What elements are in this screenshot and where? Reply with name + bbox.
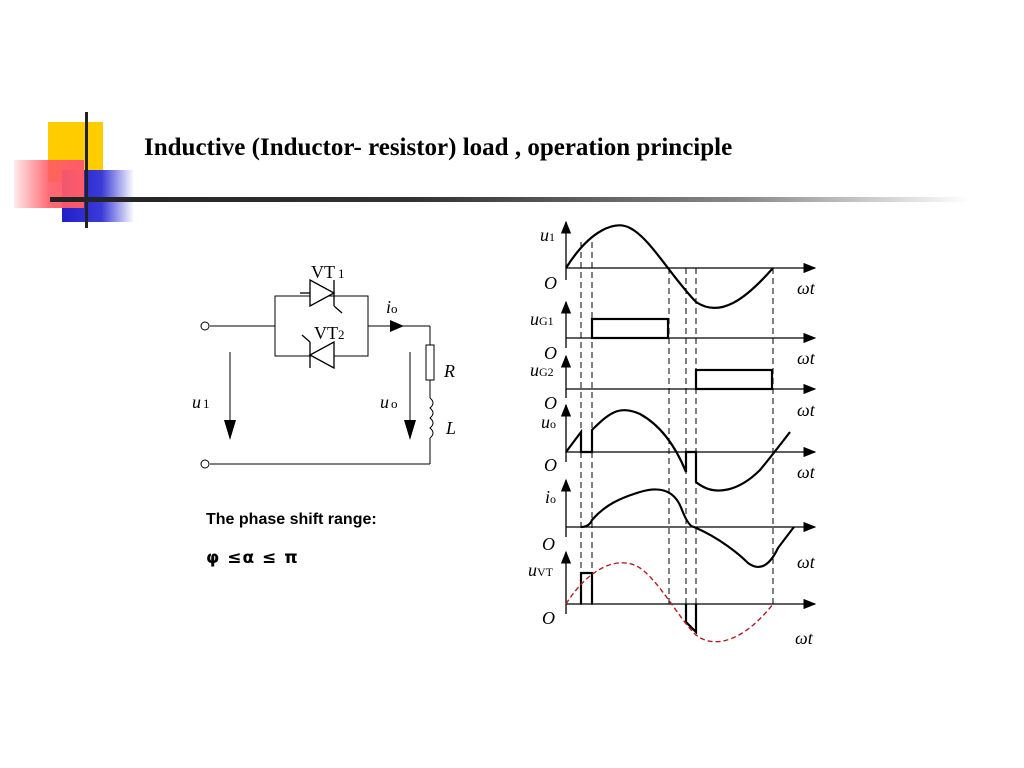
omega-t-label-6: ωt <box>795 628 814 648</box>
u1-arrow <box>224 352 236 440</box>
waveform-diagram: u1 uG1 uG2 uo io uVT O O O O O O ωt ωt ω… <box>528 220 817 648</box>
terminal-top <box>200 321 210 331</box>
u1-axis-label: u1 <box>540 225 555 245</box>
origin-label-5: O <box>542 534 555 554</box>
origin-label-2: O <box>544 343 557 363</box>
origin-label-1: O <box>544 273 557 293</box>
omega-t-label-5: ωt <box>797 552 816 572</box>
uvt-axis-label: uVT <box>528 560 554 580</box>
io-axis-label: io <box>545 487 556 507</box>
ug1-axis-label: uG1 <box>530 309 554 329</box>
uvt-dashed-curve <box>565 562 774 643</box>
uo-axis-label: uo <box>541 412 556 432</box>
phase-range-formula: φ ≤α ≤ π <box>206 548 299 568</box>
omega-t-label-1: ωt <box>797 278 816 298</box>
ug2-pulse <box>694 368 774 391</box>
u1-waveform <box>565 224 774 310</box>
guide-lines <box>580 242 774 605</box>
uo-arrow <box>404 352 416 440</box>
phase-range-label: The phase shift range: <box>206 511 377 528</box>
omega-t-label-3: ωt <box>797 400 816 420</box>
terminal-bottom <box>200 459 210 469</box>
title-underline <box>50 197 970 202</box>
omega-t-label-2: ωt <box>797 348 816 368</box>
ug2-axis-label: uG2 <box>530 360 554 380</box>
origin-label-6: O <box>542 608 555 628</box>
label-l: L <box>445 418 456 438</box>
uo-waveform <box>565 409 791 492</box>
label-vt2: VT2 <box>314 323 345 343</box>
slide-title: Inductive (Inductor- resistor) load , op… <box>144 134 733 161</box>
origin-label-3: O <box>544 393 557 413</box>
label-io: io <box>386 297 398 317</box>
decor-vertical-line <box>85 112 88 228</box>
thyristor-vt1 <box>300 278 343 314</box>
thyristor-vt2 <box>301 334 335 370</box>
label-r: R <box>443 361 455 381</box>
io-waveform <box>580 488 795 568</box>
current-arrow <box>390 320 404 332</box>
omega-t-label-4: ωt <box>797 462 816 482</box>
ug1-pulse <box>590 317 670 340</box>
axes <box>560 220 817 614</box>
origin-label-4: O <box>544 455 557 475</box>
uvt-waveform <box>579 571 698 635</box>
